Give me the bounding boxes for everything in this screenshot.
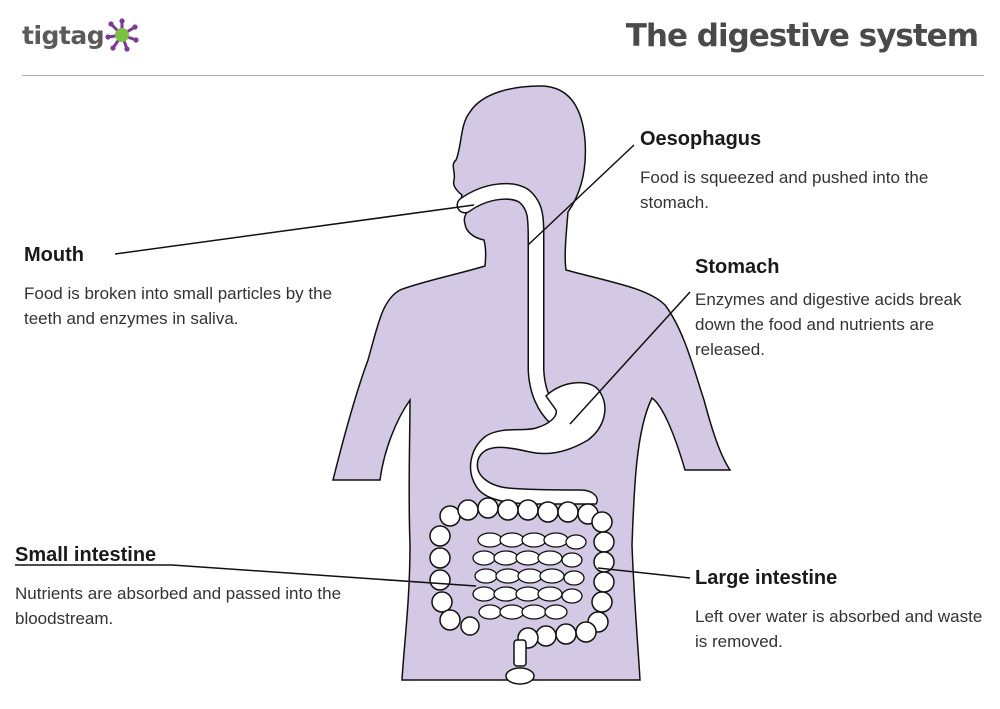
label-small-intestine: Small intestine Nutrients are absorbed a… bbox=[15, 544, 385, 631]
header-divider bbox=[22, 75, 984, 76]
label-stomach: Stomach Enzymes and digestive acids brea… bbox=[695, 256, 985, 362]
stomach-title: Stomach bbox=[695, 256, 780, 278]
label-mouth: Mouth Food is broken into small particle… bbox=[24, 244, 374, 331]
tigtag-logo[interactable]: tigtag bbox=[22, 18, 139, 52]
label-oesophagus: Oesophagus Food is squeezed and pushed i… bbox=[640, 128, 970, 215]
splat-icon bbox=[105, 18, 139, 52]
label-large-intestine: Large intestine Left over water is absor… bbox=[695, 567, 985, 654]
logo-text: tigtag bbox=[22, 20, 105, 50]
stomach-text: Enzymes and digestive acids break down t… bbox=[695, 290, 962, 359]
page-title: The digestive system bbox=[625, 18, 979, 54]
leader-lines bbox=[15, 144, 691, 587]
mouth-text: Food is broken into small particles by t… bbox=[24, 284, 333, 328]
oesophagus-text: Food is squeezed and pushed into the sto… bbox=[640, 168, 929, 212]
small-intestine bbox=[472, 532, 587, 620]
oesophagus-title: Oesophagus bbox=[640, 128, 762, 150]
mouth-title: Mouth bbox=[24, 244, 84, 266]
large-intestine bbox=[429, 497, 615, 685]
large-intestine-title: Large intestine bbox=[695, 567, 838, 589]
small-intestine-title: Small intestine bbox=[15, 544, 157, 566]
stomach bbox=[469, 381, 606, 505]
small-intestine-text: Nutrients are absorbed and passed into t… bbox=[15, 584, 342, 628]
large-intestine-text: Left over water is absorbed and waste is… bbox=[695, 607, 983, 651]
